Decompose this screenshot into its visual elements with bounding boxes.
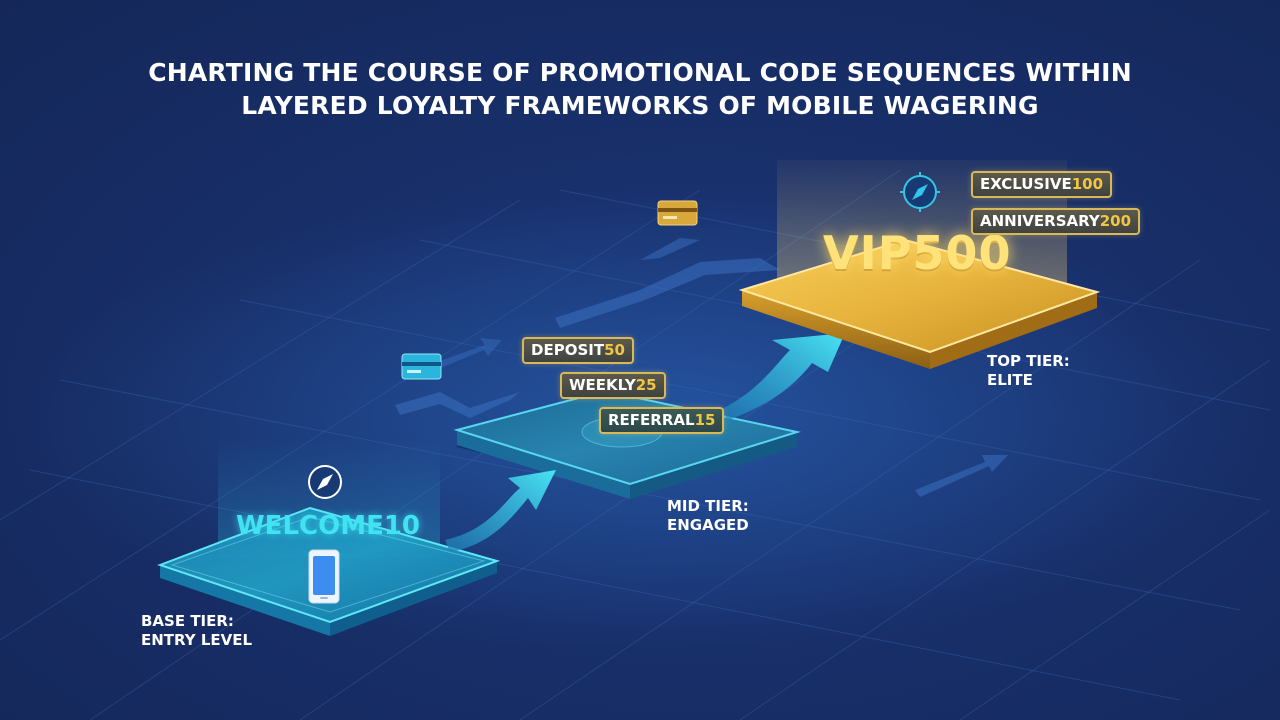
promo-code-number: 200 xyxy=(1099,212,1132,230)
compass-icon xyxy=(900,172,940,212)
promo-code-badge: EXCLUSIVE100 xyxy=(971,171,1113,198)
promo-code-badge: DEPOSIT50 xyxy=(522,337,634,364)
mid-tier-label-line2: ENGAGED xyxy=(667,516,749,534)
top-tier-platform xyxy=(738,238,1101,369)
promo-code-number: 15 xyxy=(694,411,716,429)
title-line-2: LAYERED LOYALTY FRAMEWORKS OF MOBILE WAG… xyxy=(241,91,1039,120)
promo-code-badge: ANNIVERSARY200 xyxy=(971,208,1141,235)
top-tier-label-line2: ELITE xyxy=(987,371,1033,389)
promo-code-number: 100 xyxy=(1071,175,1104,193)
smartphone-icon xyxy=(308,549,340,604)
promo-code-word: REFERRAL xyxy=(608,411,695,429)
promo-code-number: 25 xyxy=(635,376,657,394)
promo-code-word: WEEKLY xyxy=(569,376,636,394)
base-tier-label-line2: ENTRY LEVEL xyxy=(141,631,253,649)
progress-arrows xyxy=(445,333,845,552)
credit-card-icon xyxy=(657,200,698,226)
top-tier-label: TOP TIER: ELITE xyxy=(987,352,1070,390)
base-tier-label: BASE TIER: ENTRY LEVEL xyxy=(141,612,252,650)
background-arrows xyxy=(395,238,1008,497)
top-tier-code: VIP500 xyxy=(823,226,1012,280)
title-line-1: CHARTING THE COURSE OF PROMOTIONAL CODE … xyxy=(148,58,1132,87)
compass-icon xyxy=(308,465,342,499)
promo-code-badge: REFERRAL15 xyxy=(599,407,725,434)
page-title: CHARTING THE COURSE OF PROMOTIONAL CODE … xyxy=(0,56,1280,122)
promo-code-word: EXCLUSIVE xyxy=(980,175,1072,193)
credit-card-icon xyxy=(401,353,442,380)
mid-tier-label: MID TIER: ENGAGED xyxy=(667,497,749,535)
promo-code-number: 50 xyxy=(604,341,625,359)
base-tier-label-line1: BASE TIER: xyxy=(141,612,234,630)
promo-code-badge: WEEKLY25 xyxy=(560,372,666,399)
promo-code-word: DEPOSIT xyxy=(531,341,605,359)
mid-tier-label-line1: MID TIER: xyxy=(667,497,749,515)
base-tier-code: WELCOME10 xyxy=(236,511,421,541)
promo-code-word: ANNIVERSARY xyxy=(980,212,1100,230)
top-tier-label-line1: TOP TIER: xyxy=(987,352,1070,370)
